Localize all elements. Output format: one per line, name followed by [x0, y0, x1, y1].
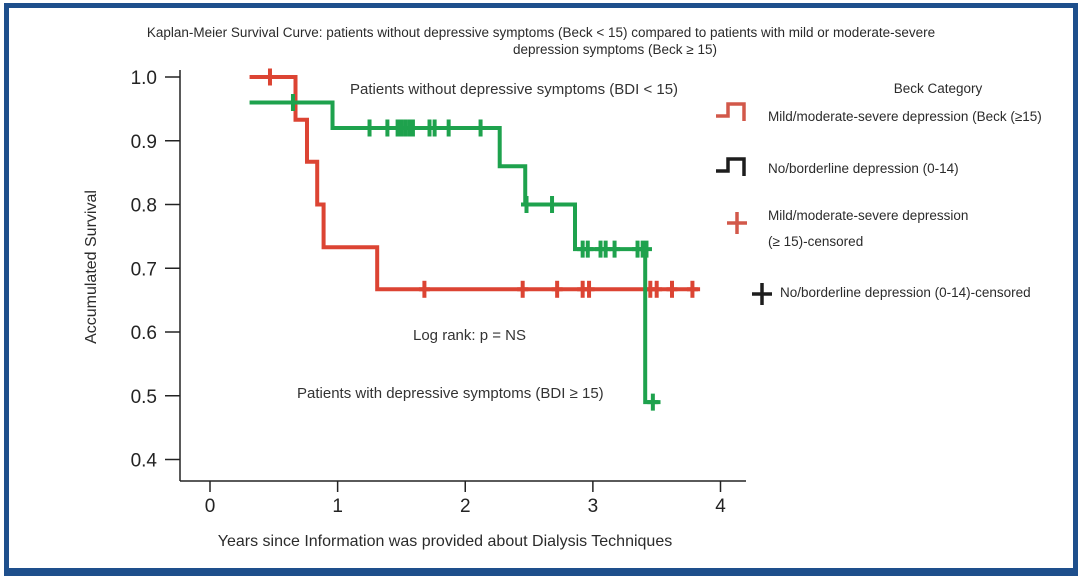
plus-censor-icon-path: [727, 212, 747, 234]
plus-censor-icon-path: [752, 283, 772, 305]
plus-censor-icon: [727, 212, 747, 234]
x-axis-label: Years since Information was provided abo…: [217, 533, 673, 550]
legend-title: Beck Category: [893, 81, 983, 96]
survival-curve: [249, 100, 661, 405]
y-tick-label: 0.7: [131, 259, 157, 280]
legend-item-mild-censored-line1: Mild/moderate-severe depression: [768, 208, 969, 223]
x-tick-label: 0: [205, 496, 216, 517]
y-tick-label: 0.6: [131, 323, 157, 344]
legend-item-mild-censored-line2: (≥ 15)-censored: [768, 234, 864, 249]
x-tick-label: 2: [460, 496, 471, 517]
legend-item-no-censored: No/borderline depression (0-14)-censored: [780, 285, 1031, 300]
chart-title-line2: depression symptoms (Beck ≥ 15): [513, 42, 717, 57]
x-tick-label: 3: [588, 496, 599, 517]
annotation-without-depression: Patients without depressive symptoms (BD…: [350, 81, 679, 98]
km-step-icon: [716, 102, 746, 121]
y-tick-label: 0.9: [131, 132, 157, 153]
chart-title-line1: Kaplan-Meier Survival Curve: patients wi…: [146, 25, 936, 40]
y-tick-label: 0.5: [131, 387, 157, 408]
km-step-icon-path: [716, 102, 746, 121]
x-tick-label: 1: [332, 496, 343, 517]
x-tick-label: 4: [715, 496, 726, 517]
km-step-icon-path: [716, 157, 746, 176]
plus-censor-icon: [752, 283, 772, 305]
survival-curve: [249, 75, 701, 292]
y-axis-label: Accumulated Survival: [83, 190, 100, 344]
y-tick-label: 0.8: [131, 196, 157, 217]
legend-item-mild-depression: Mild/moderate-severe depression (Beck (≥…: [768, 109, 1042, 124]
annotation-with-depression: Patients with depressive symptoms (BDI ≥…: [297, 385, 604, 402]
km-step-icon: [716, 157, 746, 176]
y-tick-label: 1.0: [131, 68, 157, 89]
legend-item-no-depression: No/borderline depression (0-14): [768, 161, 959, 176]
y-tick-label: 0.4: [131, 451, 158, 472]
annotation-log-rank: Log rank: p = NS: [413, 327, 526, 344]
